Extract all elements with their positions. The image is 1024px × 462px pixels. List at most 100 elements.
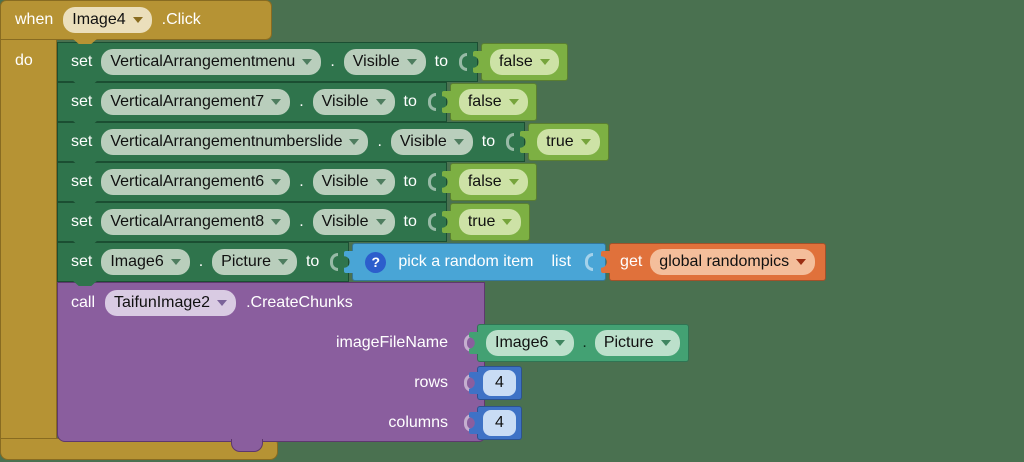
help-icon[interactable]: ?	[365, 251, 387, 273]
component-dropdown[interactable]: VerticalArrangementnumberslide	[101, 129, 369, 155]
logic-dropdown[interactable]: true	[458, 209, 522, 235]
number-block[interactable]: 4	[469, 366, 522, 400]
property-dropdown[interactable]: Visible	[390, 129, 473, 155]
pick-random-item-block[interactable]: ? pick a random item list	[344, 243, 607, 281]
list-param-label: list	[551, 253, 572, 270]
get-variable-block[interactable]: get global randompics	[601, 243, 827, 281]
dot-separator: .	[377, 133, 382, 150]
dropdown-arrow-icon	[555, 340, 566, 346]
connector-bump	[72, 38, 98, 44]
value-socket	[506, 133, 515, 151]
dropdown-arrow-icon	[508, 179, 519, 185]
param-label: rows	[414, 374, 448, 391]
dropdown-arrow-icon	[302, 59, 313, 65]
to-label: to	[403, 93, 417, 110]
component-dropdown[interactable]: VerticalArrangement7	[101, 89, 291, 115]
set-label: set	[71, 133, 93, 150]
logic-value-block[interactable]: false	[472, 43, 568, 81]
dot-separator: .	[299, 93, 304, 110]
value-socket	[464, 334, 472, 352]
to-label: to	[403, 173, 417, 190]
dropdown-arrow-icon	[170, 259, 181, 265]
value-socket	[427, 173, 436, 191]
event-component-name: Image4	[72, 11, 126, 28]
connector-bump	[72, 280, 98, 286]
getter-property-name: Picture	[603, 334, 654, 351]
property-name: Picture	[221, 253, 271, 270]
set-block[interactable]: set VerticalArrangement8 . Visible to	[57, 202, 447, 246]
call-method-label: .CreateChunks	[246, 294, 353, 311]
dropdown-arrow-icon	[508, 99, 519, 105]
get-label: get	[620, 253, 643, 270]
value-socket	[464, 414, 472, 432]
property-name: Visible	[352, 53, 400, 70]
component-getter-block[interactable]: Image6 . Picture	[469, 324, 689, 362]
logic-dropdown[interactable]: false	[458, 169, 528, 195]
dot-separator: .	[198, 253, 204, 270]
logic-value-block[interactable]: false	[441, 83, 537, 121]
set-block[interactable]: set VerticalArrangementnumberslide . Vis…	[57, 122, 526, 166]
property-dropdown[interactable]: Visible	[312, 169, 395, 195]
dot-separator: .	[299, 173, 304, 190]
property-dropdown[interactable]: Picture	[212, 249, 297, 275]
dropdown-arrow-icon	[217, 300, 228, 306]
to-label: to	[434, 53, 448, 70]
property-name: Visible	[321, 93, 369, 110]
value-socket	[585, 253, 594, 271]
dropdown-arrow-icon	[502, 219, 513, 225]
call-component-dropdown[interactable]: TaifunImage2	[105, 290, 237, 316]
component-dropdown[interactable]: Image6	[101, 249, 190, 275]
property-dropdown[interactable]: Visible	[312, 89, 395, 115]
number-value[interactable]: 4	[483, 410, 516, 436]
component-name: VerticalArrangement7	[110, 93, 265, 110]
set-statement-row: set VerticalArrangement7 . Visible to fa…	[57, 82, 537, 126]
dropdown-arrow-icon	[796, 259, 807, 265]
event-block-left-column[interactable]: do	[0, 39, 57, 439]
logic-value: false	[498, 53, 533, 70]
call-label: call	[71, 294, 96, 311]
logic-value-block[interactable]: true	[441, 203, 531, 241]
set-label: set	[71, 53, 93, 70]
dot-separator: .	[582, 334, 587, 351]
component-name: VerticalArrangement8	[110, 213, 265, 230]
logic-dropdown[interactable]: true	[537, 129, 600, 155]
dropdown-arrow-icon	[453, 139, 464, 145]
component-name: Image6	[110, 253, 164, 270]
set-block[interactable]: set VerticalArrangementmenu . Visible to	[57, 42, 478, 86]
set-block[interactable]: set VerticalArrangement7 . Visible to	[57, 82, 447, 126]
set-block[interactable]: set VerticalArrangement6 . Visible to	[57, 162, 447, 206]
logic-value: false	[467, 173, 502, 190]
logic-value-block[interactable]: true	[520, 123, 609, 161]
set-label: set	[71, 93, 93, 110]
set-block[interactable]: set Image6 . Picture to	[57, 242, 350, 286]
call-procedure-block[interactable]: call TaifunImage2 .CreateChunks imageFil…	[57, 282, 689, 452]
set-statement-row: set VerticalArrangementmenu . Visible to…	[57, 42, 568, 86]
component-dropdown[interactable]: VerticalArrangementmenu	[101, 49, 322, 75]
property-dropdown[interactable]: Visible	[343, 49, 426, 75]
number-block[interactable]: 4	[469, 406, 522, 440]
property-dropdown[interactable]: Visible	[312, 209, 395, 235]
do-label: do	[15, 52, 33, 69]
getter-component-dropdown[interactable]: Image6	[486, 330, 575, 356]
component-dropdown[interactable]: VerticalArrangement6	[101, 169, 291, 195]
param-row-imagefilename: imageFileName Image6 . Picture	[58, 323, 689, 363]
value-socket	[427, 213, 436, 231]
connector-bump	[72, 120, 98, 126]
logic-value-block[interactable]: false	[441, 163, 537, 201]
connector-bump	[72, 240, 98, 246]
event-component-dropdown[interactable]: Image4	[63, 7, 152, 33]
set-label: set	[71, 173, 93, 190]
logic-dropdown[interactable]: false	[489, 49, 559, 75]
dropdown-arrow-icon	[277, 259, 288, 265]
connector-bump	[72, 80, 98, 86]
number-value[interactable]: 4	[483, 370, 516, 396]
to-label: to	[403, 213, 417, 230]
logic-dropdown[interactable]: false	[458, 89, 528, 115]
component-dropdown[interactable]: VerticalArrangement8	[101, 209, 291, 235]
dropdown-arrow-icon	[660, 340, 671, 346]
variable-dropdown[interactable]: global randompics	[650, 249, 816, 275]
event-name-label: .Click	[161, 11, 201, 28]
getter-property-dropdown[interactable]: Picture	[594, 330, 680, 356]
event-block-header[interactable]: when Image4 .Click	[0, 0, 272, 44]
